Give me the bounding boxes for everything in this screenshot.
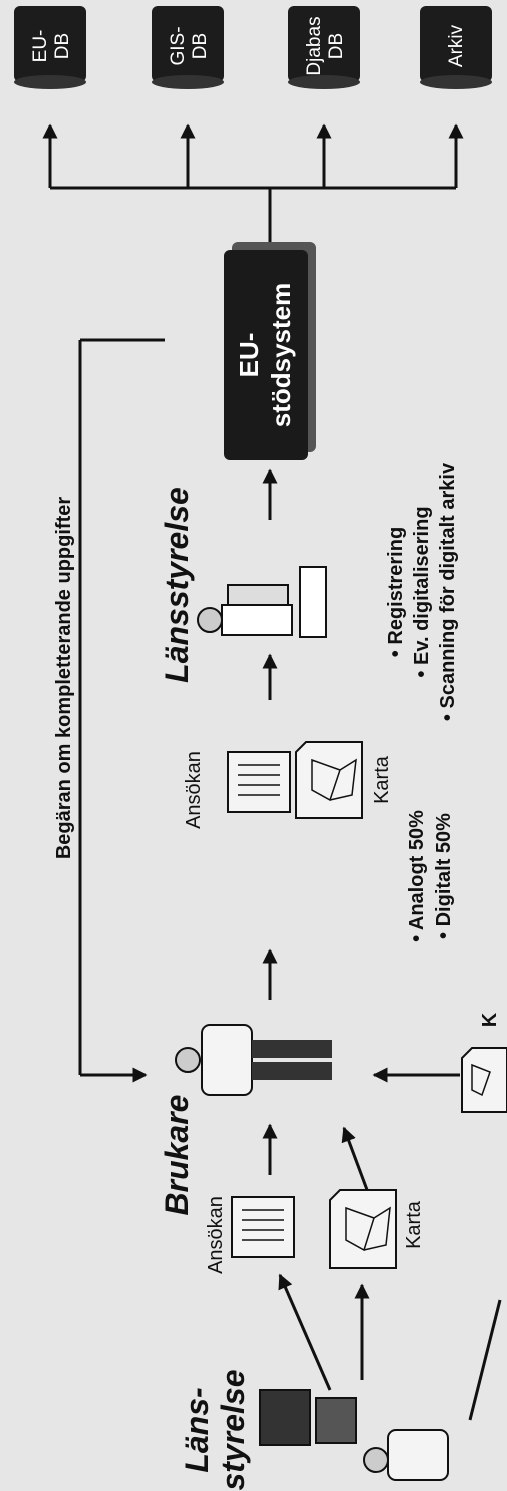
support-system-label-1: EU- (234, 333, 264, 378)
db-arkiv: Arkiv (420, 6, 492, 89)
db-djabas-label-1: Djabas (304, 16, 325, 75)
arrow-lans-to-ansokan (280, 1275, 330, 1390)
db-djabas: Djabas DB (288, 6, 360, 89)
lansstyrelse-bottom-title-1: Läns- (179, 1387, 215, 1472)
ansokan-lower-label: Ansökan (205, 1196, 227, 1274)
lansstyrelse-top-title: Länsstyrelse (159, 487, 195, 683)
clerk-computer-figure (260, 1390, 448, 1480)
karta-cut-label: K (479, 1012, 501, 1027)
clerk-scanner-figure (198, 567, 326, 637)
map-document-icon (296, 742, 362, 818)
lansstyrelse-bottom-title-2: styrelse (215, 1370, 251, 1491)
db-djabas-label-2: DB (326, 33, 347, 59)
ansokan-upper-label: Ansökan (183, 751, 205, 829)
db-eu-label-1: EU- (30, 30, 51, 63)
partial-map-icon (462, 1048, 507, 1112)
db-gis: GIS- DB (152, 6, 224, 89)
karta-lower-label: Karta (403, 1200, 425, 1249)
farmer-figure (176, 1025, 332, 1095)
db-gis-label-1: GIS- (168, 26, 189, 65)
line-lans-to-cut-map (470, 1300, 500, 1420)
eu-support-system: EU- stödsystem (224, 242, 316, 460)
format-bullet-2: • Digitalt 50% (433, 813, 455, 939)
karta-upper-label: Karta (371, 755, 393, 804)
support-system-label-2: stödsystem (266, 283, 296, 428)
lower-documents: Ansökan Karta (205, 1190, 425, 1274)
processing-bullet-3: • Scanning för digitalt arkiv (437, 462, 459, 721)
map-document-icon-lower (330, 1190, 396, 1268)
feedback-loop (80, 340, 165, 1075)
processing-bullet-2: • Ev. digitalisering (411, 506, 433, 677)
format-bullet-1: • Analogt 50% (406, 810, 428, 942)
brukare-title: Brukare (159, 1095, 195, 1216)
request-label: Begäran om kompletterande uppgifter (53, 497, 75, 859)
db-eu-label-2: DB (52, 33, 73, 59)
processing-bullet-1: • Registrering (385, 527, 407, 657)
application-document-icon (228, 752, 290, 812)
application-document-icon-lower (232, 1197, 294, 1257)
database-cylinders: EU- DB GIS- DB Djabas DB Arkiv (14, 6, 492, 89)
distribution-arrows (50, 125, 456, 255)
db-arkiv-label: Arkiv (446, 24, 467, 67)
db-gis-label-2: DB (190, 33, 211, 59)
upper-documents: Ansökan Karta (183, 742, 393, 829)
db-eu: EU- DB (14, 6, 86, 89)
